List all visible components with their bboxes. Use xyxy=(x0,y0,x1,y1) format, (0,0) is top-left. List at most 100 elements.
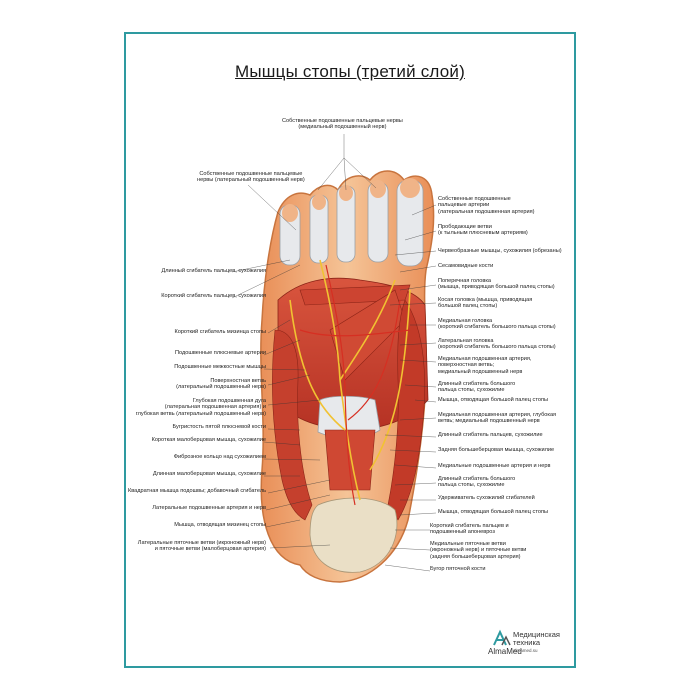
label-line: Длинный сгибатель пальцев, сухожилия xyxy=(161,268,266,274)
label-line: (икроножный нерв) и пяточные ветви xyxy=(430,547,527,554)
label-left-7: Глубокая подошвенная дуга(латеральная по… xyxy=(136,398,266,417)
label-line: Латеральные пяточные ветви (икроножный н… xyxy=(137,540,266,546)
label-line: Медиальная подошвенная артерия, глубокая xyxy=(438,412,557,418)
label-right-21: Бугор пяточной кости xyxy=(430,566,485,572)
label-line: Длинная малоберцовая мышца, сухожилие xyxy=(152,471,266,477)
label-right-12: Медиальная подошвенная артерия, глубокая… xyxy=(438,412,556,425)
label-line: поверхностная ветвь; xyxy=(438,362,495,369)
label-line: (латеральный подошвенный нерв) xyxy=(176,384,266,391)
label-line: Длинный сгибатель большого xyxy=(438,476,516,482)
label-left-10: Фиброзное кольцо над сухожилием xyxy=(174,454,266,460)
label-line: Медиальная подошвенная артерия, xyxy=(438,356,532,362)
label-right-3: Червеобразные мышцы, сухожилия (обрезаны… xyxy=(438,248,562,254)
label-line: Поверхностная ветвь xyxy=(210,378,266,384)
label-line: (короткий сгибатель большого пальца стоп… xyxy=(438,324,556,331)
label-right-13: Длинный сгибатель пальцев, сухожилие xyxy=(438,432,543,438)
label-left-8: Бугристость пятой плюсневой кости xyxy=(173,424,267,430)
label-left-15: Латеральные пяточные ветви (икроножный н… xyxy=(138,540,266,553)
label-line: Удерживатель сухожилий сгибателей xyxy=(438,495,535,501)
label-right-7: Медиальная головка(короткий сгибатель бо… xyxy=(438,318,556,331)
label-line: (латеральная подошвенная артерия) и xyxy=(164,404,266,411)
label-line: глубокая ветвь (латеральный подошвенный … xyxy=(135,410,266,417)
label-line: (задняя большеберцовая артерия) xyxy=(430,553,521,560)
logo-line1: Медицинская xyxy=(513,630,560,639)
label-right-5: Поперечная головка(мышца, приводящая бол… xyxy=(438,278,555,291)
label-line: Собственные подошвенные пальцевые xyxy=(199,171,303,177)
label-left-11: Длинная малоберцовая мышца, сухожилие xyxy=(153,471,266,477)
label-line: Короткий сгибатель мизинца стопы xyxy=(174,329,266,335)
label-line: Сесамовидные кости xyxy=(438,263,494,269)
label-line: Мышца, отводящая большой палец стопы xyxy=(438,397,549,403)
label-right-15: Медиальные подошвенные артерия и нерв xyxy=(438,463,550,469)
label-right-4: Сесамовидные кости xyxy=(438,263,493,269)
label-left-4: Подошвенные плюсневые артерии xyxy=(175,350,266,356)
label-line: Подошвенные плюсневые артерии xyxy=(175,350,266,356)
label-line: Мышца, отводящая большой палец стопы xyxy=(438,509,549,515)
label-line: подошвенный апоневроз xyxy=(430,529,495,536)
label-left-9: Короткая малоберцовая мышца, сухожилие xyxy=(152,437,266,443)
label-right-11: Мышца, отводящая большой палец стопы xyxy=(438,397,548,403)
label-line: Собственные подошвенные xyxy=(438,196,511,202)
label-right-2: Прободающие ветви(к тыльным плюсневым ар… xyxy=(438,224,528,237)
label-line: Короткая малоберцовая мышца, сухожилие xyxy=(151,437,266,443)
label-line: ветвь; медиальный подошвенный нерв xyxy=(438,418,540,425)
logo-brand: AlmaMed xyxy=(488,647,522,656)
label-left-5: Подошвенные межкостные мышцы xyxy=(174,364,266,370)
logo-url: almamed.su xyxy=(513,648,538,653)
label-left-2: Короткий сгибатель пальцев, сухожилия xyxy=(161,293,266,299)
label-right-14: Задняя большеберцовая мышца, сухожилие xyxy=(438,447,554,453)
label-line: Латеральные подошвенные артерия и нерв xyxy=(152,505,266,511)
label-left-1: Длинный сгибатель пальцев, сухожилия xyxy=(161,268,266,274)
label-line: медиальный подошвенный нерв xyxy=(438,368,523,375)
label-left-14: Мышца, отводящая мизинец стопы xyxy=(174,522,266,528)
label-right-9: Медиальная подошвенная артерия,поверхнос… xyxy=(438,356,531,375)
label-top-left: Собственные подошвенные пальцевые нервы … xyxy=(197,171,305,184)
label-line: Подошвенные межкостные мышцы xyxy=(174,364,266,370)
label-line: Длинный сгибатель большого xyxy=(438,381,516,387)
label-line: Короткий сгибатель пальцев, сухожилия xyxy=(161,293,266,299)
label-line: Косая головка (мышца, приводящая xyxy=(438,297,533,303)
label-line: (мышца, приводящая большой палец стопы) xyxy=(438,284,555,291)
label-line: Медиальные подошвенные артерия и нерв xyxy=(438,463,551,469)
label-line: Червеобразные мышцы, сухожилия (обрезаны… xyxy=(438,248,562,254)
label-line: Собственные подошвенные пальцевые нервы xyxy=(282,118,403,124)
label-left-12: Квадратная мышца подошвы; добавочный сги… xyxy=(128,488,266,494)
label-line: Медиальные пяточные ветви xyxy=(430,541,506,547)
label-left-13: Латеральные подошвенные артерия и нерв xyxy=(152,505,266,511)
label-right-8: Латеральная головка(короткий сгибатель б… xyxy=(438,338,556,351)
label-line: нервы (латеральный подошвенный нерв) xyxy=(197,177,305,184)
label-line: Короткий сгибатель пальцев и xyxy=(430,523,509,529)
label-line: (короткий сгибатель большого пальца стоп… xyxy=(438,344,556,351)
label-line: пальца стопы, сухожилие xyxy=(438,387,505,394)
label-right-18: Мышца, отводящая большой палец стопы xyxy=(438,509,548,515)
label-line: Задняя большеберцовая мышца, сухожилие xyxy=(438,447,555,453)
label-line: Бугристость пятой плюсневой кости xyxy=(172,424,267,430)
label-line: Глубокая подошвенная дуга xyxy=(192,398,266,404)
label-line: (медиальный подошвенный нерв) xyxy=(298,124,387,131)
logo-line2: техника xyxy=(513,638,541,647)
label-left-3: Короткий сгибатель мизинца стопы xyxy=(174,329,266,335)
label-left-6: Поверхностная ветвь(латеральный подошвен… xyxy=(176,378,266,391)
label-line: и пяточные ветви (малоберцовая артерия) xyxy=(154,546,266,553)
label-right-17: Удерживатель сухожилий сгибателей xyxy=(438,495,535,501)
label-line: (к тыльным плюсневым артериям) xyxy=(438,230,528,237)
label-line: Латеральная головка xyxy=(438,338,494,344)
page-title: Мышцы стопы (третий слой) xyxy=(235,62,465,81)
label-line: Длинный сгибатель пальцев, сухожилие xyxy=(438,432,543,438)
label-top-center: Собственные подошвенные пальцевые нервы … xyxy=(282,118,403,131)
label-line: пальцевые артерии xyxy=(438,202,490,209)
label-line: пальца стопы, сухожилие xyxy=(438,482,505,489)
label-line: большой палец стопы) xyxy=(438,303,498,310)
label-line: Поперечная головка xyxy=(438,278,492,284)
label-right-20: Медиальные пяточные ветви(икроножный нер… xyxy=(430,541,526,560)
label-line: Мышца, отводящая мизинец стопы xyxy=(174,522,266,528)
label-line: (латеральная подошвенная артерия) xyxy=(438,208,535,215)
label-line: Квадратная мышца подошвы; добавочный сги… xyxy=(128,488,266,494)
label-line: Прободающие ветви xyxy=(438,224,492,230)
